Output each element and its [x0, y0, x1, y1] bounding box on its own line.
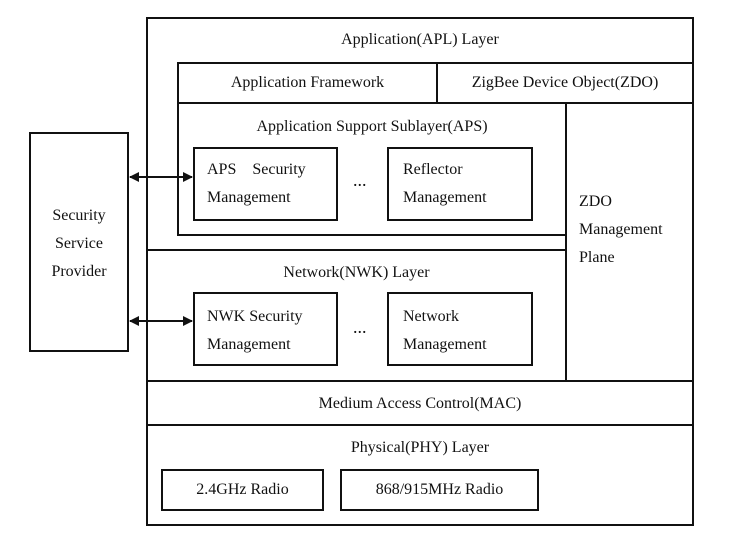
nwk-security-management-label: NWK Security Management	[207, 308, 303, 353]
phy-layer-title: Physical(PHY) Layer	[350, 439, 490, 456]
reflector-management-box: Reflector Management	[387, 147, 533, 221]
nwk-security-management-box: NWK Security Management	[193, 292, 338, 366]
zdo-box: ZigBee Device Object(ZDO)	[436, 62, 694, 104]
reflector-management-label: Reflector Management	[403, 161, 487, 206]
security-service-provider-box: Security Service Provider	[29, 132, 129, 352]
aps-sublayer-title: Application Support Sublayer(APS)	[256, 118, 488, 135]
mac-layer-box: Medium Access Control(MAC)	[146, 380, 694, 426]
network-management-label: Network Management	[403, 308, 487, 353]
aps-security-management-line2: Management	[207, 189, 291, 206]
network-management-box: Network Management	[387, 292, 533, 366]
zdo-label: ZigBee Device Object(ZDO)	[471, 74, 659, 91]
aps-ellipsis: ...	[353, 170, 367, 190]
mac-layer-label: Medium Access Control(MAC)	[318, 395, 522, 412]
zdo-management-plane-label: ZDO Management Plane	[579, 193, 663, 266]
radio-868-915mhz-box: 868/915MHz Radio	[340, 469, 539, 511]
radio-2-4ghz-box: 2.4GHz Radio	[161, 469, 324, 511]
nwk-layer-title: Network(NWK) Layer	[283, 264, 430, 281]
application-framework-label: Application Framework	[230, 74, 385, 91]
radio-2-4ghz-label: 2.4GHz Radio	[196, 481, 289, 498]
radio-868-915mhz-label: 868/915MHz Radio	[375, 481, 504, 498]
aps-security-management-box: APS Security Management	[193, 147, 338, 221]
aps-security-management-line1: APS Security	[207, 161, 306, 178]
nwk-ellipsis: ...	[353, 317, 367, 337]
apl-layer-title: Application(APL) Layer	[341, 31, 499, 48]
security-service-provider-label: Security Service Provider	[51, 207, 107, 280]
